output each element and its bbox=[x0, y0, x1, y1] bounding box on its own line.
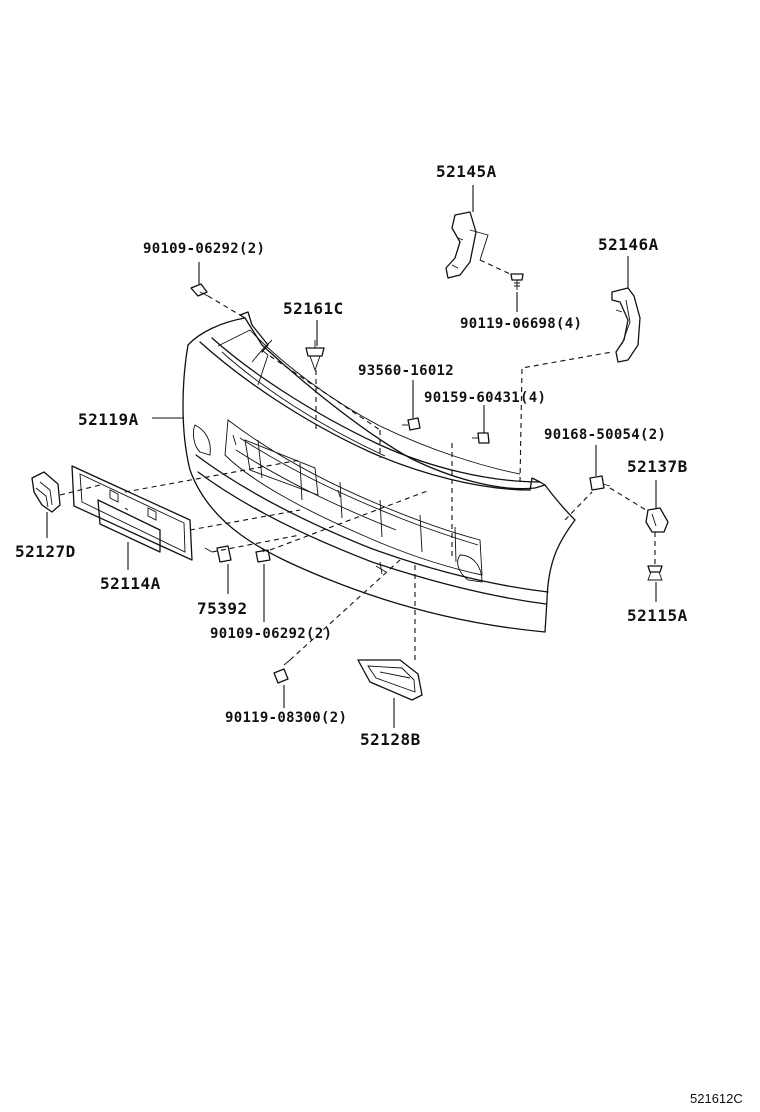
retainer-52137b bbox=[645, 507, 669, 533]
screw-90168 bbox=[589, 475, 611, 491]
screw-90159 bbox=[472, 432, 490, 444]
label-52137b: 52137B bbox=[627, 457, 688, 476]
screw-93560 bbox=[402, 417, 421, 431]
label-52161c: 52161C bbox=[283, 299, 344, 318]
clip-52161c bbox=[305, 340, 325, 372]
label-52127d: 52127D bbox=[15, 542, 76, 561]
screw-90119-06698 bbox=[510, 273, 524, 290]
bumper-cover bbox=[182, 311, 576, 633]
bracket-52146a bbox=[611, 287, 641, 363]
label-52119a: 52119A bbox=[78, 410, 139, 429]
label-75392: 75392 bbox=[197, 599, 248, 618]
screw-90119-08300 bbox=[273, 659, 291, 684]
label-52146a: 52146A bbox=[598, 235, 659, 254]
label-93560: 93560-16012 bbox=[358, 363, 454, 379]
leader-lines bbox=[46, 185, 657, 728]
part-labels: 52145A 52146A 90109-06292(2) 52161C 9011… bbox=[15, 162, 688, 749]
assembly-lines bbox=[59, 259, 656, 661]
label-52114a: 52114A bbox=[100, 574, 161, 593]
label-52145a: 52145A bbox=[436, 162, 497, 181]
fog-cover-52128b bbox=[357, 659, 423, 701]
screw-90109-bottom bbox=[255, 547, 271, 563]
fog-cover-52127d bbox=[31, 471, 61, 513]
label-90119-06698: 90119-06698(4) bbox=[460, 316, 582, 332]
screw-90109-top bbox=[190, 283, 209, 297]
diagram-reference: 521612C bbox=[690, 1091, 743, 1106]
clip-52115a bbox=[647, 565, 663, 581]
label-52115a: 52115A bbox=[627, 606, 688, 625]
label-90109-bottom: 90109-06292(2) bbox=[210, 626, 332, 642]
label-90168: 90168-50054(2) bbox=[544, 427, 666, 443]
license-bracket-52114a bbox=[71, 465, 193, 561]
label-52128b: 52128B bbox=[360, 730, 421, 749]
label-90119-08300: 90119-08300(2) bbox=[225, 710, 347, 726]
label-90109-top: 90109-06292(2) bbox=[143, 241, 265, 257]
bracket-52145a bbox=[445, 211, 489, 279]
clip-75392 bbox=[204, 545, 232, 563]
label-90159: 90159-60431(4) bbox=[424, 390, 546, 406]
